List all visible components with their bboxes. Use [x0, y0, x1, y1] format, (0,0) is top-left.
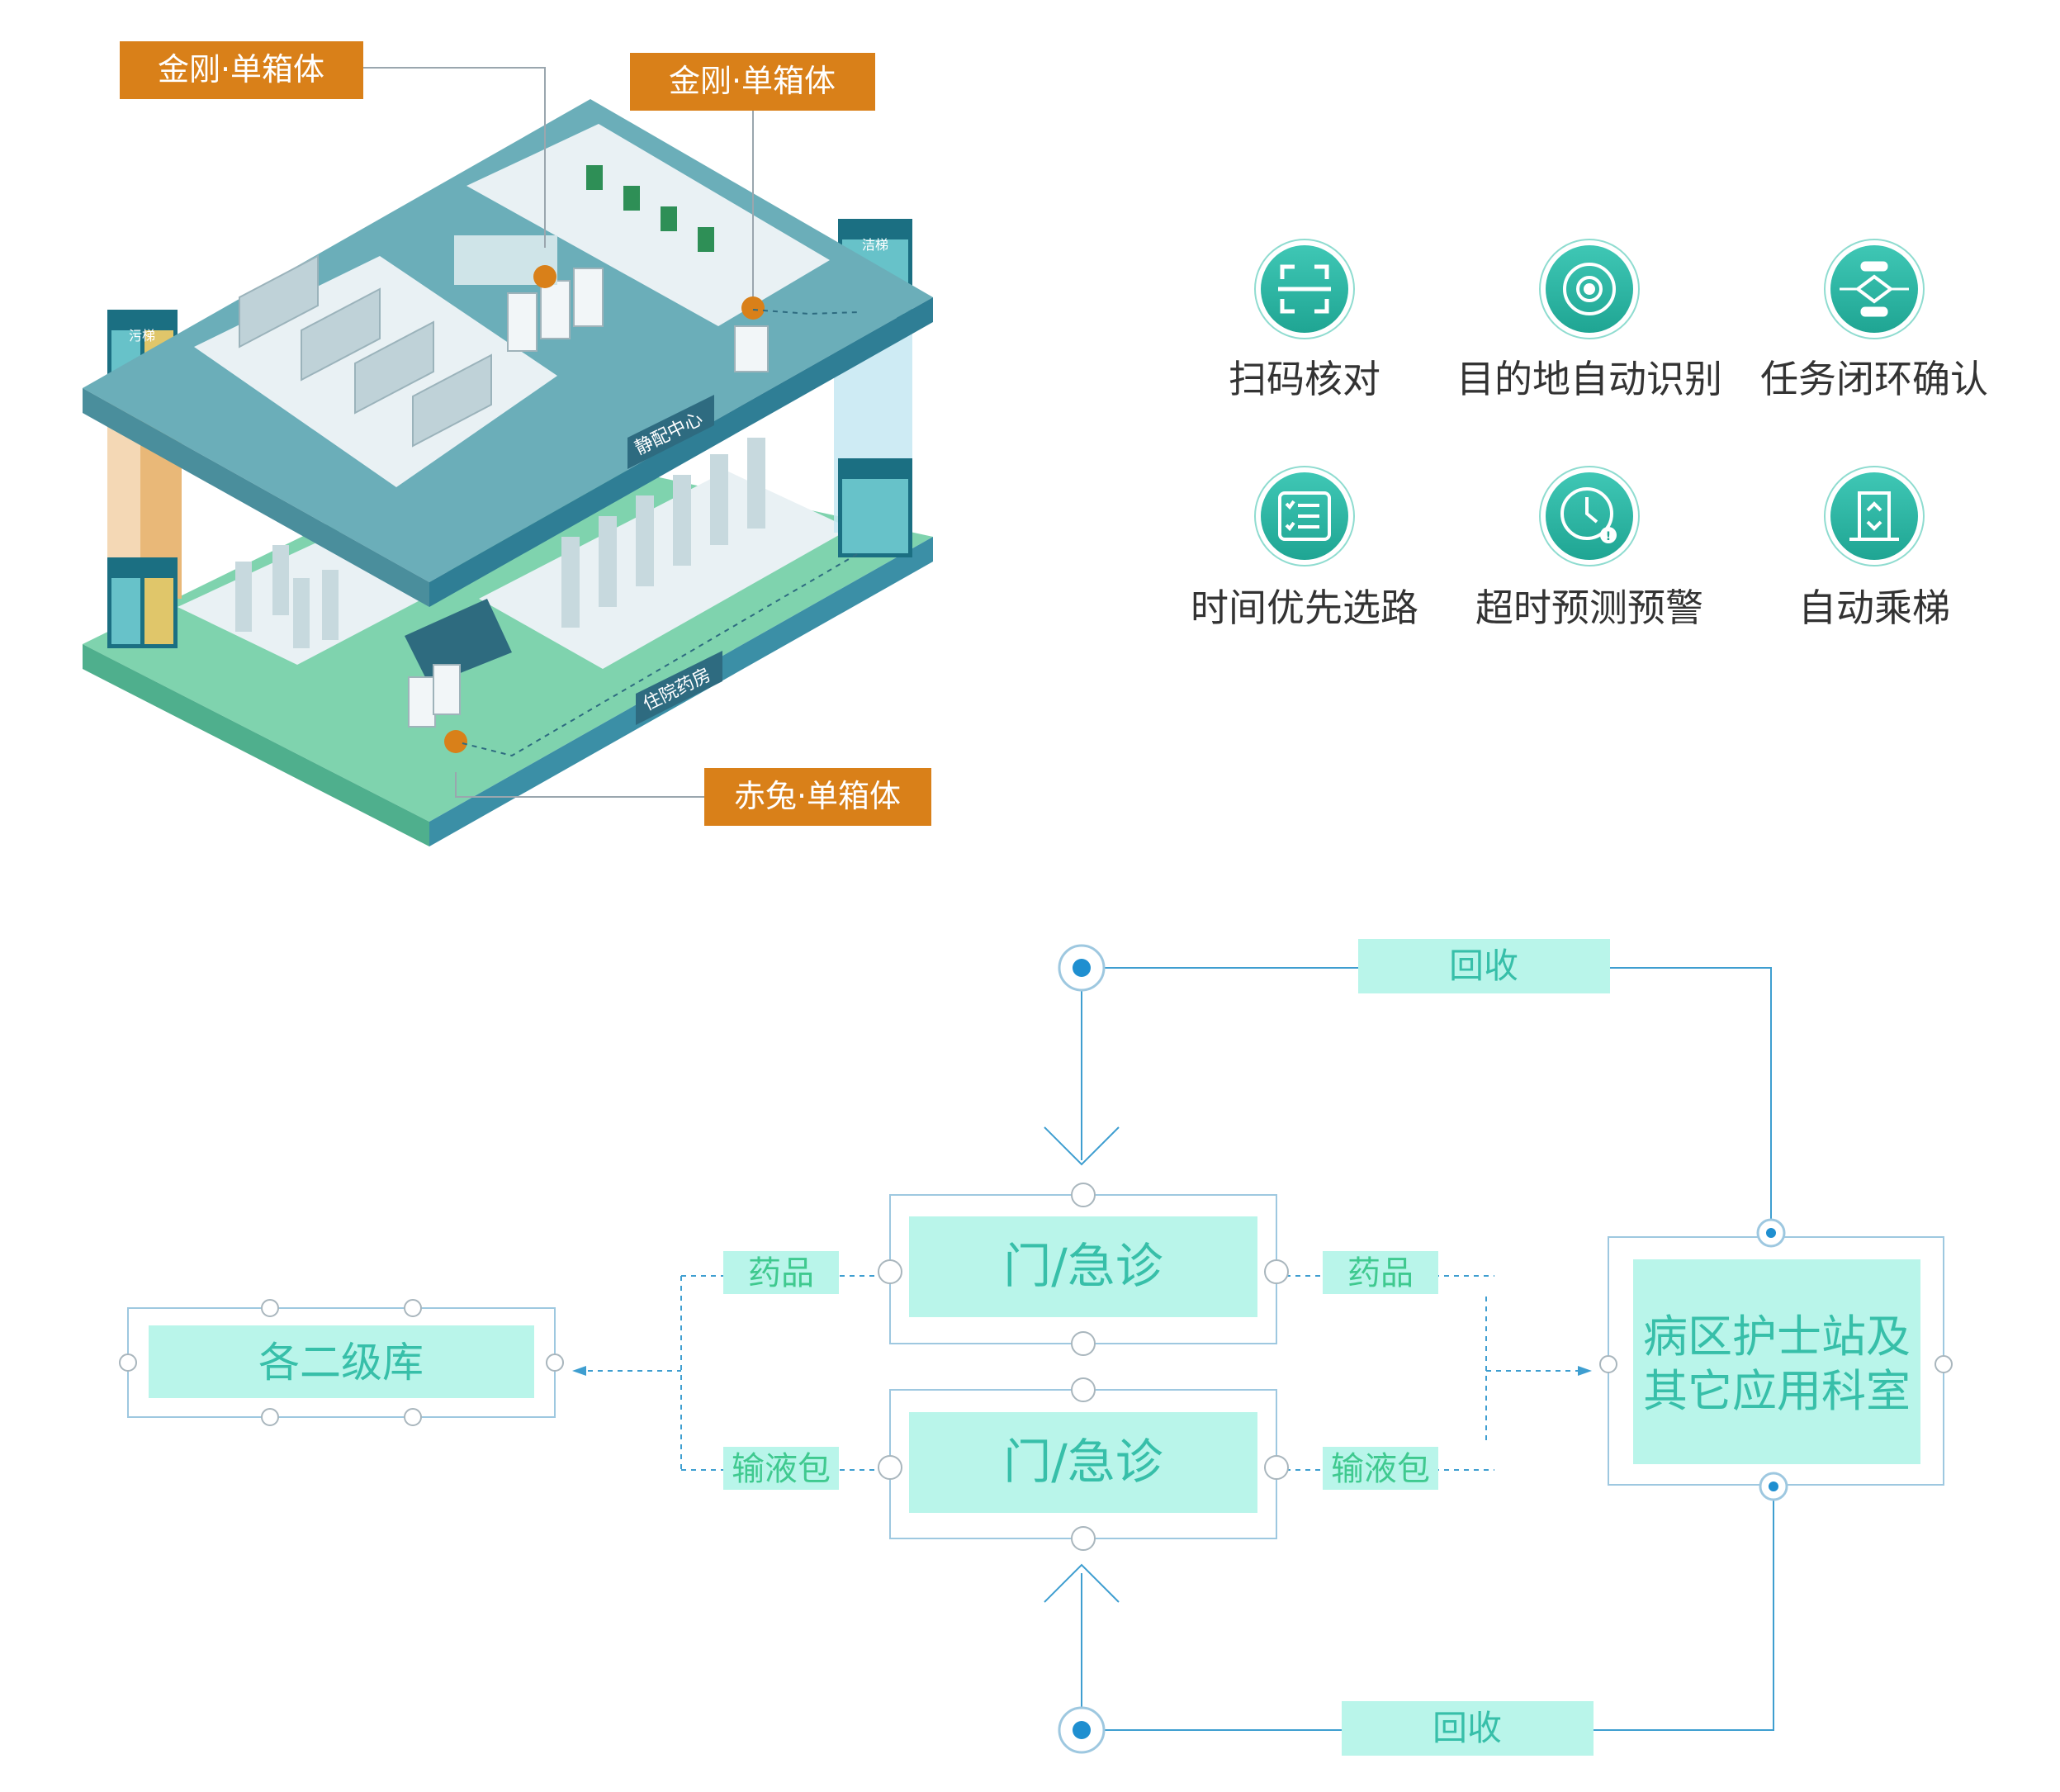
flow-box-ward-line1: 病区护士站及 — [1643, 1311, 1911, 1363]
flow-box-ward: 病区护士站及 其它应用科室 — [1599, 1218, 1953, 1501]
checklist-icon — [1278, 491, 1331, 541]
target-location-icon — [1563, 263, 1616, 315]
flow-node-start-top — [1058, 944, 1106, 992]
callout-chitu-text: 赤兔·单箱体 — [734, 778, 901, 814]
feature-label-timeout-warning: 超时预测预警 — [1475, 585, 1703, 630]
closed-loop-icon — [1840, 261, 1909, 317]
clock-alert-icon — [1560, 487, 1613, 540]
elevator-icon — [1849, 491, 1899, 541]
flow-box-clinic-bottom: 门/急诊 — [878, 1377, 1289, 1551]
feature-scan-code: 扫码核对 — [1229, 239, 1380, 401]
tag-infusion-right: 输液包 — [1323, 1447, 1438, 1490]
upper-floor — [83, 99, 933, 607]
feature-destination: 目的地自动识别 — [1456, 239, 1722, 401]
flow-box-clinic-top-text: 门/急诊 — [1003, 1238, 1163, 1294]
tag-drug-right-text: 药品 — [1347, 1254, 1414, 1292]
tag-infusion-left: 输液包 — [723, 1447, 839, 1490]
tag-drug-right: 药品 — [1323, 1251, 1438, 1294]
flow-diagram: 回收 回收 各二级库 门/急诊 — [119, 939, 1953, 1756]
tag-drug-left: 药品 — [723, 1251, 839, 1294]
feature-label-scan-code: 扫码核对 — [1229, 357, 1380, 401]
flow-node-start-bottom — [1058, 1706, 1106, 1754]
tag-recycle-bottom: 回收 — [1342, 1701, 1594, 1756]
elevator-label-clean: 洁梯 — [862, 237, 888, 253]
flow-box-warehouse-text: 各二级库 — [258, 1339, 424, 1387]
tag-infusion-left-text: 输液包 — [732, 1450, 831, 1488]
flow-box-clinic-top: 门/急诊 — [878, 1183, 1289, 1356]
callout-jingang-1: 金刚·单箱体 — [120, 41, 363, 99]
callout-jingang-2: 金刚·单箱体 — [630, 53, 875, 111]
callout-jingang-2-text: 金刚·单箱体 — [669, 63, 836, 99]
svg-text:!: ! — [1606, 530, 1611, 543]
tag-drug-left-text: 药品 — [748, 1254, 814, 1292]
callout-chitu: 赤兔·单箱体 — [704, 768, 931, 826]
feature-label-auto-elevator: 自动乘梯 — [1798, 585, 1950, 630]
elevator-label-dirty: 污梯 — [129, 328, 155, 344]
flow-box-warehouse: 各二级库 — [119, 1299, 564, 1426]
feature-timeout-warning: ! 超时预测预警 — [1475, 466, 1703, 630]
feature-label-time-priority: 时间优先选路 — [1191, 585, 1418, 630]
flow-box-clinic-bottom-text: 门/急诊 — [1003, 1434, 1163, 1490]
feature-time-priority: 时间优先选路 — [1191, 466, 1418, 630]
flow-box-ward-line2: 其它应用科室 — [1643, 1365, 1911, 1417]
callout-jingang-1-text: 金刚·单箱体 — [158, 51, 324, 88]
feature-closed-loop: 任务闭环确认 — [1760, 239, 1988, 401]
isometric-building: 静配中心 住院药房 污梯 洁梯 金刚·单箱体 金刚·单箱体 — [83, 41, 933, 846]
feature-label-destination: 目的地自动识别 — [1456, 357, 1722, 401]
tag-infusion-right-text: 输液包 — [1331, 1450, 1430, 1488]
tag-recycle-top-text: 回收 — [1449, 946, 1518, 986]
feature-auto-elevator: 自动乘梯 — [1798, 466, 1950, 630]
feature-label-closed-loop: 任务闭环确认 — [1760, 357, 1988, 401]
feature-grid: 扫码核对 目的地自动识别 任务闭环确认 — [1191, 239, 1988, 630]
tag-recycle-bottom-text: 回收 — [1433, 1708, 1502, 1748]
scan-code-icon — [1278, 264, 1331, 314]
tag-recycle-top: 回收 — [1358, 939, 1610, 993]
